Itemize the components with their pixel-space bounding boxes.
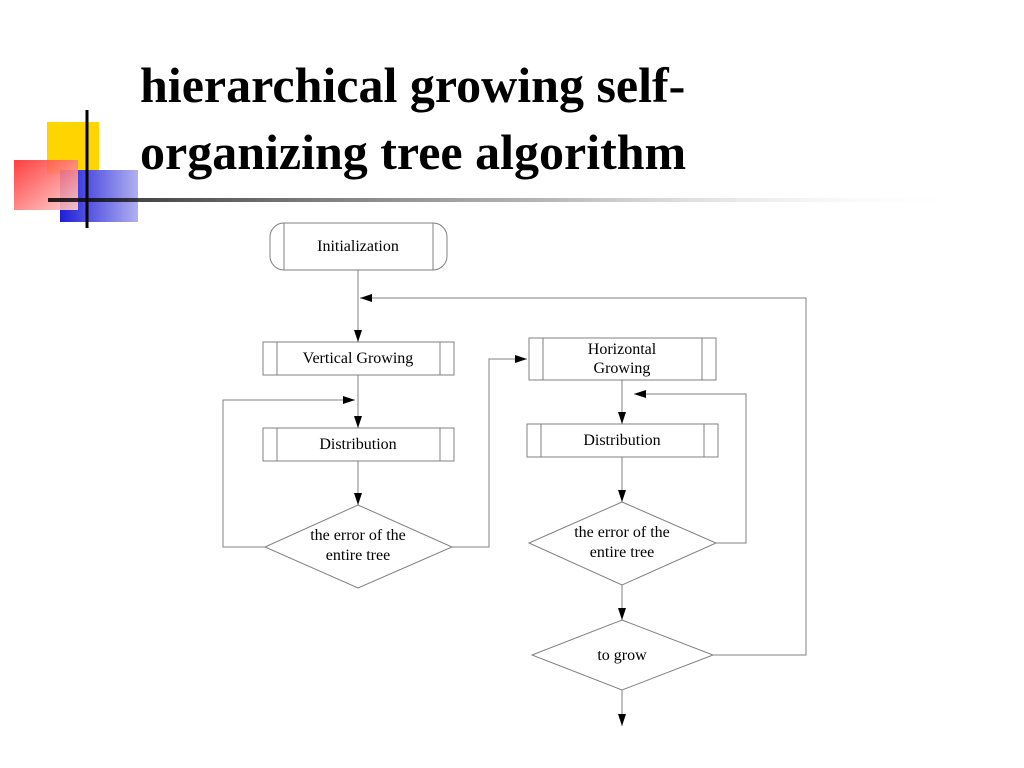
distribution-left-label: Distribution [319,436,396,453]
horizontal-growing-node: Horizontal Growing [528,337,717,381]
slide-title: hierarchical growing self- organizing tr… [140,52,1000,186]
horizontal-growing-label-2: Growing [594,360,651,377]
corner-decoration [14,110,968,228]
horizontal-rule [48,198,968,202]
horizontal-growing-label-1: Horizontal [588,341,657,358]
connectors [222,270,807,726]
error-right-label-1: the error of the [574,524,670,541]
initialization-node: Initialization [269,222,448,271]
error-left-label-1: the error of the [310,527,406,544]
error-right-decision: the error of the entire tree [527,501,718,586]
loop-right [634,390,747,544]
vertical-growing-label: Vertical Growing [303,350,414,367]
loop-left [222,396,355,548]
error-right-label-2: entire tree [590,544,654,561]
error-left-label-2: entire tree [326,547,390,564]
to-grow-label: to grow [597,647,647,664]
distribution-left-node: Distribution [262,427,455,462]
loop-outer [360,294,807,656]
distribution-right-label: Distribution [583,432,660,449]
slide-title-line-1: hierarchical growing self- [140,57,686,113]
arrow-error-to-horizontal [452,355,527,548]
slide-title-line-2: organizing tree algorithm [140,124,687,180]
to-grow-decision: to grow [530,619,715,691]
initialization-label: Initialization [317,238,399,255]
vertical-growing-node: Vertical Growing [262,341,455,376]
error-left-decision: the error of the entire tree [263,504,454,589]
distribution-right-node: Distribution [526,423,719,458]
